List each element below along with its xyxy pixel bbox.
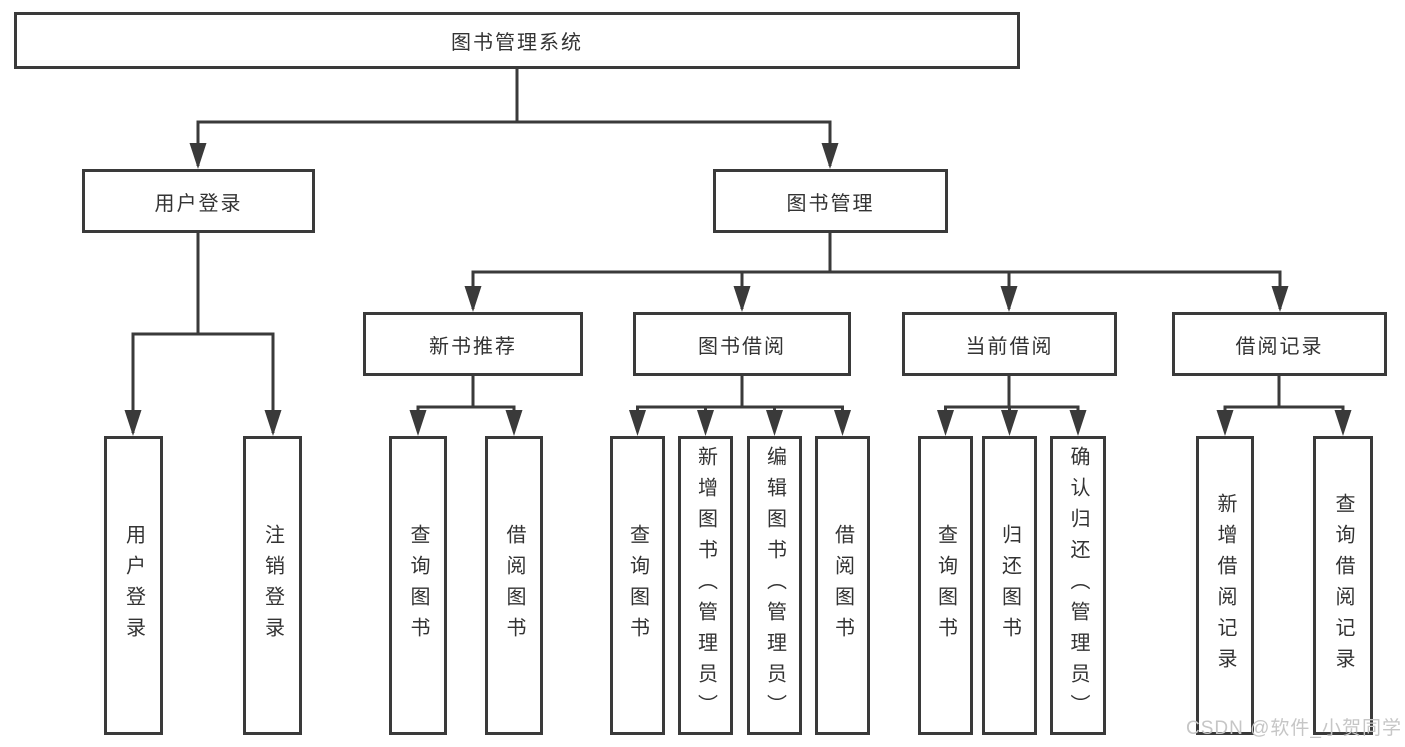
leaf-add-borrow-record: 新增借阅记录: [1196, 436, 1254, 735]
csdn-watermark: CSDN @软件_小贺同学: [1186, 718, 1402, 739]
leaf-add-books-admin: 新增图书（管理员）: [678, 436, 733, 735]
leaf-query-borrow-record: 查询借阅记录: [1313, 436, 1373, 735]
connector-user-login-to-leaves: [124, 233, 282, 436]
node-label: 图书管理系统: [451, 32, 583, 54]
node-borrowing-records: 借阅记录: [1172, 312, 1387, 376]
leaf-label: 查询借阅记录: [1332, 492, 1354, 679]
node-label: 用户登录: [154, 192, 243, 215]
leaf-borrow-books-recommend: 借阅图书: [485, 436, 543, 735]
leaf-query-books-borrowing: 查询图书: [610, 436, 665, 735]
node-label: 图书借阅: [698, 335, 786, 358]
leaf-logout-login: 注销登录: [243, 436, 302, 735]
leaf-borrow-books-borrowing: 借阅图书: [815, 436, 870, 735]
leaf-edit-books-admin: 编辑图书（管理员）: [747, 436, 802, 735]
leaf-label: 新增借阅记录: [1214, 492, 1236, 679]
leaf-confirm-return-admin: 确认归还（管理员）: [1050, 436, 1106, 735]
connector-book-borrowing-to-leaves: [629, 376, 851, 436]
leaf-label: 新增图书（管理员）: [694, 446, 717, 725]
leaf-label: 查询图书: [626, 523, 649, 648]
leaf-label: 查询图书: [934, 523, 957, 648]
leaf-label: 用户登录: [122, 523, 145, 648]
leaf-label: 注销登录: [261, 523, 284, 648]
leaf-label: 借阅图书: [503, 523, 525, 648]
connector-root-to-level2: [189, 69, 839, 169]
node-label: 当前借阅: [965, 335, 1054, 358]
node-book-borrowing: 图书借阅: [633, 312, 851, 376]
leaf-query-books-recommend: 查询图书: [389, 436, 447, 735]
leaf-label: 归还图书: [998, 523, 1021, 648]
node-label: 新书推荐: [429, 335, 517, 358]
leaf-label: 确认归还（管理员）: [1067, 446, 1089, 725]
connector-new-book-recommend-to-leaves: [409, 376, 523, 436]
leaf-return-books: 归还图书: [982, 436, 1037, 735]
leaf-label: 借阅图书: [831, 523, 854, 648]
node-label: 借阅记录: [1235, 335, 1324, 358]
node-label: 图书管理: [786, 192, 875, 215]
leaf-query-books-current: 查询图书: [918, 436, 973, 735]
node-current-borrowing: 当前借阅: [902, 312, 1117, 376]
leaf-user-login: 用户登录: [104, 436, 163, 735]
connector-borrowing-records-to-leaves: [1216, 376, 1352, 436]
leaf-label: 编辑图书（管理员）: [763, 446, 786, 725]
leaf-label: 查询图书: [407, 523, 429, 648]
node-user-login: 用户登录: [82, 169, 315, 233]
connector-book-management-to-level3: [464, 233, 1289, 312]
node-new-book-recommend: 新书推荐: [363, 312, 583, 376]
connector-current-borrowing-to-leaves: [937, 376, 1087, 436]
node-book-management: 图书管理: [713, 169, 948, 233]
node-library-management-system: 图书管理系统: [14, 12, 1020, 69]
